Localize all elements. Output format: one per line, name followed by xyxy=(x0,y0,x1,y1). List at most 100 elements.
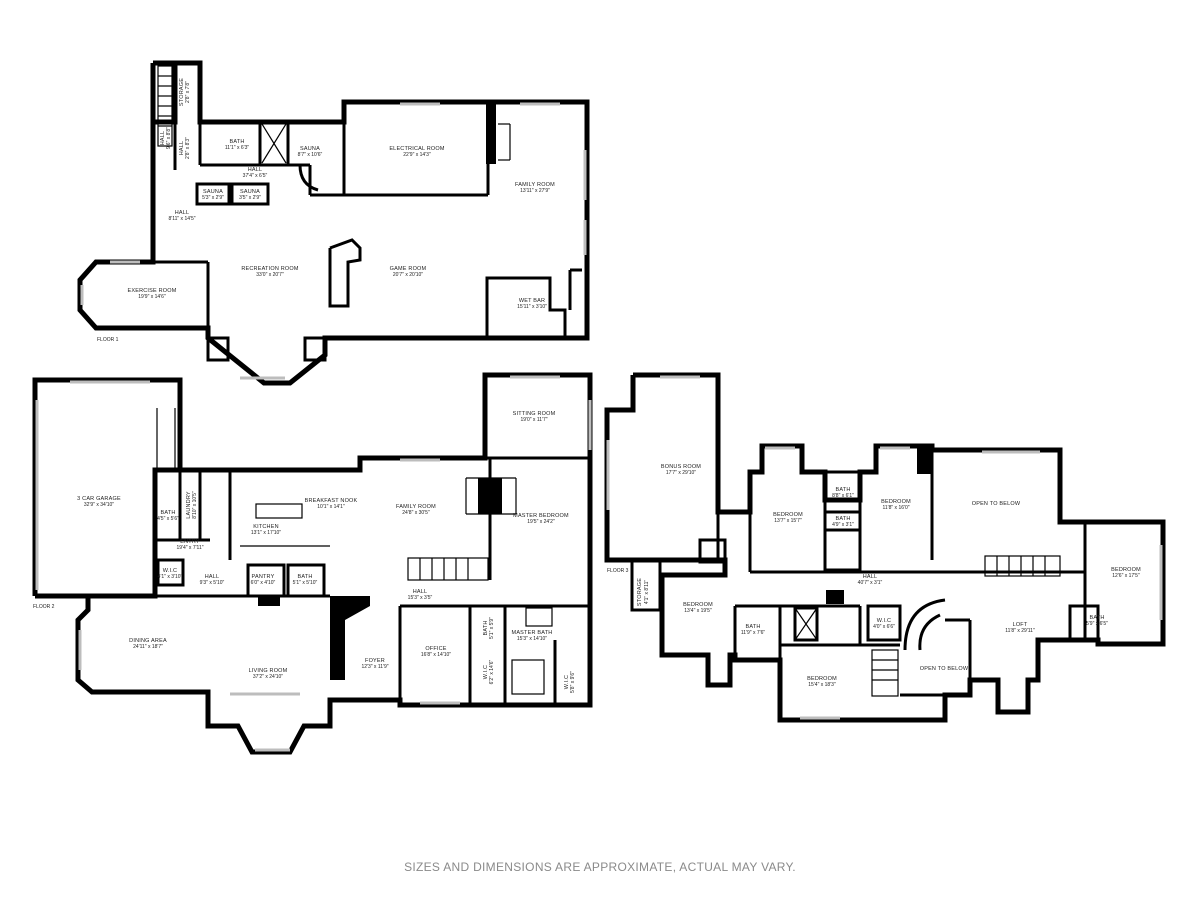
room-name: HALL xyxy=(248,167,263,173)
room-name: 3 CAR GARAGE xyxy=(77,496,121,502)
room-dim: 19'5" x 24'2" xyxy=(527,519,555,525)
room-dim: 2'8" x 8'3" xyxy=(185,137,191,159)
room-dim: 40'7" x 3'1" xyxy=(858,580,883,586)
room-name: DINING AREA xyxy=(129,638,167,644)
room-dim: 4'1" x 8'11" xyxy=(644,580,650,604)
room-name: W.I.C xyxy=(564,675,570,689)
room-dim: 20'7" x 20'10" xyxy=(393,272,423,278)
room-dim: 11'8" x 29'11" xyxy=(1005,628,1035,634)
room-name: LAUNDRY xyxy=(186,491,192,519)
room-dim: 12'3" x 11'9" xyxy=(361,664,388,670)
room-dim: 15'3" x 3'5" xyxy=(408,595,433,601)
room-dim: 19'9" x 14'6" xyxy=(138,294,166,300)
floor-1-plan: HALL 9'6" x 8'8" STORAGE 2'8" x 7'8" HAL… xyxy=(77,60,590,386)
room-name: BATH xyxy=(229,139,244,145)
room-name: PANTRY xyxy=(251,574,274,580)
room-name: BATH xyxy=(160,510,175,516)
room-name: BATH xyxy=(835,516,850,522)
floor-2-plan: 3 CAR GARAGE 32'9" x 34'10" LAUNDRY 8'10… xyxy=(32,372,593,755)
room-dim: 37'2" x 24'10" xyxy=(253,674,283,680)
room-name: BREAKFAST NOOK xyxy=(305,498,358,504)
floor-label: FLOOR 1 xyxy=(97,337,119,343)
room-name: HALL xyxy=(160,131,166,146)
room-name: BATH xyxy=(745,624,760,630)
room-name: HALL xyxy=(179,141,185,156)
room-name: SITTING ROOM xyxy=(513,411,556,417)
room-dim: 9'3" x 5'10" xyxy=(200,580,225,586)
room-name: W.I.C xyxy=(877,618,891,624)
room-name: MASTER BATH xyxy=(512,630,553,636)
floor-label: FLOOR 2 xyxy=(33,604,55,610)
room-name: FAMILY ROOM xyxy=(396,504,436,510)
room-name: SAUNA xyxy=(203,189,223,195)
room-dim: 12'6" x 17'5" xyxy=(1112,573,1140,579)
room-dim: 8'11" x 14'5" xyxy=(168,216,195,222)
room-dim: 4'5" x 5'6" xyxy=(157,516,179,522)
floor-label: FLOOR 3 xyxy=(607,568,629,574)
room-name: LOFT xyxy=(1013,622,1028,628)
room-dim: 15'3" x 14'10" xyxy=(517,636,547,642)
room-dim: 11'9" x 7'6" xyxy=(741,630,765,636)
room-name: OPEN TO BELOW xyxy=(972,501,1021,507)
room-name: BEDROOM xyxy=(773,512,803,518)
room-dim: 13'4" x 19'5" xyxy=(684,608,712,614)
room-name: WET BAR xyxy=(519,298,545,304)
room-name: RECREATION ROOM xyxy=(241,266,299,272)
room-name: HALL xyxy=(205,574,220,580)
room-name: BATH xyxy=(297,574,312,580)
room-name: BEDROOM xyxy=(1111,567,1141,573)
room-name: HALL xyxy=(175,210,190,216)
room-dim: 17'7" x 29'10" xyxy=(666,470,696,476)
room-dim: 13'11" x 27'9" xyxy=(520,188,550,194)
room-dim: 32'9" x 34'10" xyxy=(84,502,114,508)
room-name: HALL xyxy=(863,574,878,580)
room-name: W.I.C xyxy=(483,665,489,679)
room-name: KITCHEN xyxy=(253,524,279,530)
room-dim: 5'8" x 9'6" xyxy=(570,671,576,693)
room-dim: 24'11" x 18'7" xyxy=(133,644,163,650)
room-dim: 9'6" x 8'8" xyxy=(166,127,172,149)
room-dim: 4'1" x 3'10" xyxy=(158,574,183,580)
room-dim: 19'0" x 11'7" xyxy=(520,417,547,423)
room-dim: 3'5" x 2'9" xyxy=(239,195,261,201)
room-dim: 19'4" x 7'11" xyxy=(176,545,203,551)
room-dim: 8'8" x 6'1" xyxy=(832,493,854,499)
room-dim: 16'8" x 14'10" xyxy=(421,652,451,658)
room-dim: 11'8" x 16'0" xyxy=(882,505,909,511)
room-dim: 8'10" x 10'5" xyxy=(192,491,198,519)
floor-3-plan: BONUS ROOM 17'7" x 29'10" STORAGE 4'1" x… xyxy=(604,372,1166,723)
room-name: STORAGE xyxy=(637,578,643,606)
room-name: LIVING ROOM xyxy=(249,668,288,674)
room-name: STORAGE xyxy=(179,78,185,106)
room-dim: 6'2" x 14'6" xyxy=(489,659,495,684)
room-name: W.I.C xyxy=(163,568,177,574)
room-name: BEDROOM xyxy=(881,499,911,505)
room-name: OPEN TO BELOW xyxy=(920,666,969,672)
room-dim: 5'3" x 2'9" xyxy=(202,195,224,201)
room-name: BEDROOM xyxy=(807,676,837,682)
room-dim: 10'1" x 14'1" xyxy=(317,504,345,510)
room-name: ENTRY xyxy=(180,539,200,545)
disclaimer-text: SIZES AND DIMENSIONS ARE APPROXIMATE, AC… xyxy=(404,860,796,874)
room-dim: 22'9" x 14'3" xyxy=(403,152,431,158)
room-dim: 15'11" x 3'10" xyxy=(517,304,547,310)
room-dim: 5'1" x 5'9" xyxy=(489,617,495,639)
room-name: BATH xyxy=(1089,615,1104,621)
room-dim: 8'7" x 10'6" xyxy=(298,152,323,158)
room-dim: 37'4" x 6'5" xyxy=(243,173,268,179)
room-name: BATH xyxy=(835,487,850,493)
room-name: FAMILY ROOM xyxy=(515,182,555,188)
room-dim: 4'9" x 3'1" xyxy=(832,522,854,528)
room-dim: 33'0" x 20'7" xyxy=(256,272,284,278)
room-dim: 2'8" x 7'8" xyxy=(185,81,191,103)
room-name: FOYER xyxy=(365,658,385,664)
room-name: SAUNA xyxy=(240,189,260,195)
room-name: ELECTRICAL ROOM xyxy=(389,146,445,152)
room-dim: 4'0" x 6'6" xyxy=(873,624,895,630)
room-dim: 13'1" x 17'10" xyxy=(251,530,281,536)
room-dim: 15'4" x 18'3" xyxy=(808,682,836,688)
room-name: MASTER BEDROOM xyxy=(513,513,569,519)
room-name: OFFICE xyxy=(425,646,446,652)
room-dim: 6'0" x 4'10" xyxy=(251,580,276,586)
